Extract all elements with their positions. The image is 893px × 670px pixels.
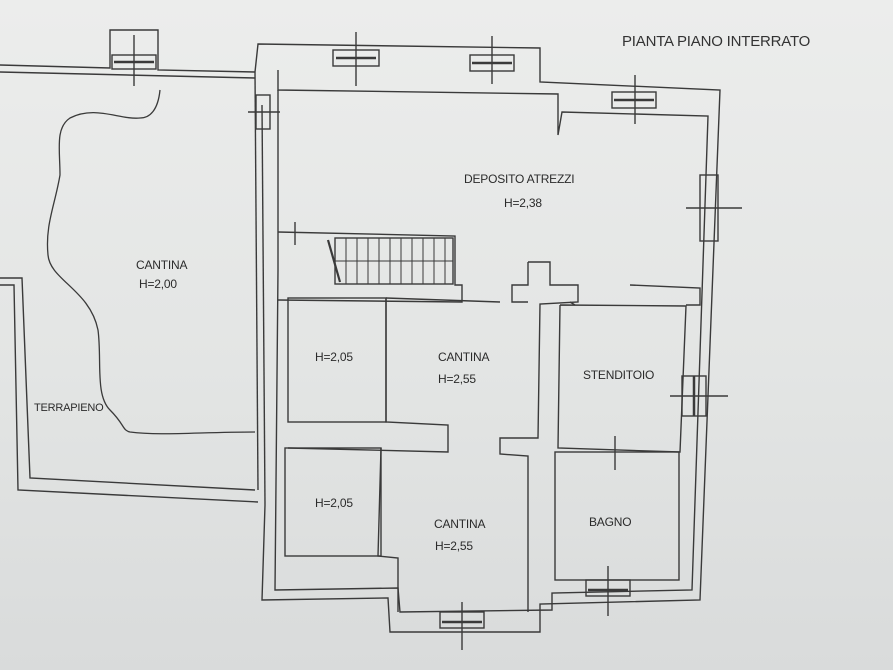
room-cantina-left-height: H=2,00 (139, 277, 177, 291)
plan-title: PIANTA PIANO INTERRATO (622, 33, 811, 50)
room-small-upper-height: H=2,05 (315, 350, 353, 364)
room-cantina-upper-height: H=2,55 (438, 372, 476, 386)
room-cantina-left-name: CANTINA (136, 258, 188, 272)
terrapieno-label: TERRAPIENO (34, 402, 104, 414)
room-cantina-upper-name: CANTINA (438, 350, 490, 364)
room-deposito-height: H=2,38 (504, 196, 542, 210)
left-top-wall (0, 29, 256, 73)
room-stenditoio-name: STENDITOIO (583, 368, 655, 382)
room-cantina-lower-name: CANTINA (434, 517, 486, 531)
room-deposito-name: DEPOSITO ATREZZI (464, 172, 575, 186)
room-bagno-name: BAGNO (589, 515, 632, 529)
room-small-lower-height: H=2,05 (315, 496, 353, 510)
room-cantina-lower-height: H=2,55 (435, 539, 473, 553)
